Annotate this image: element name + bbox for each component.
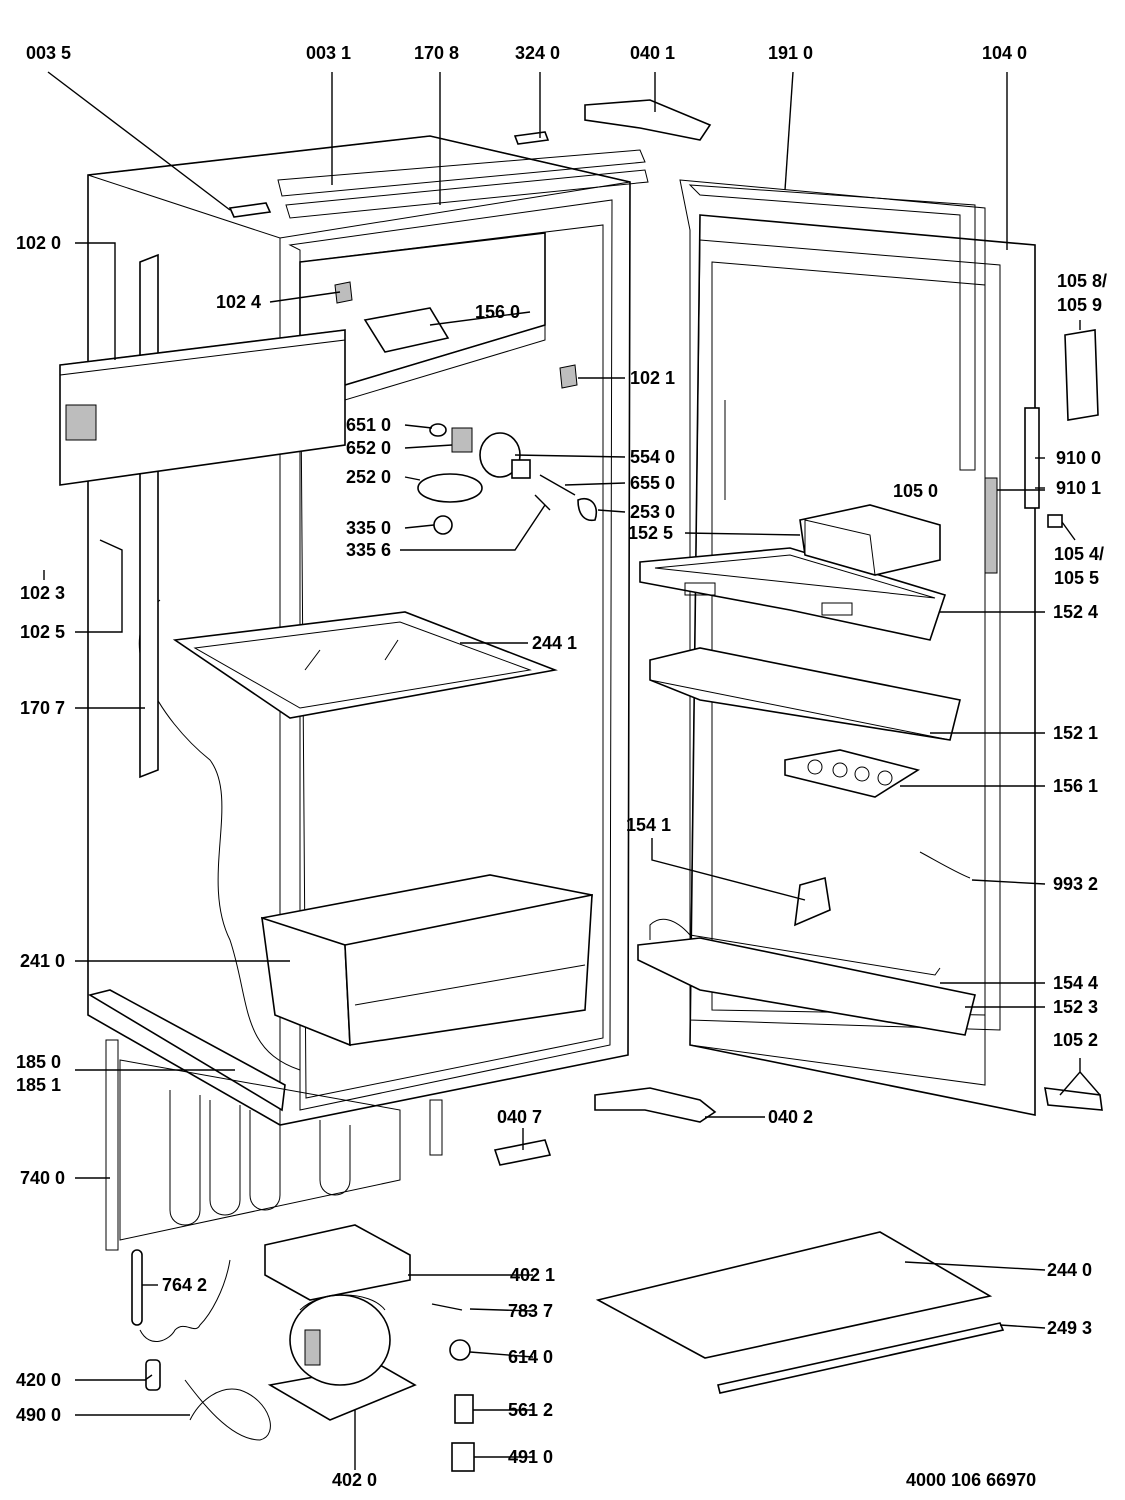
label-170-7: 170 7 <box>20 698 66 718</box>
label-764-2: 764 2 <box>162 1275 208 1295</box>
label-244-0: 244 0 <box>1047 1260 1093 1280</box>
bracket-105-8 <box>1064 329 1099 421</box>
label-783-7: 783 7 <box>508 1301 554 1321</box>
bracket-105-2 <box>1044 1087 1103 1111</box>
label-185-1: 185 1 <box>16 1075 62 1095</box>
label-105-2: 105 2 <box>1053 1030 1099 1050</box>
label-105-8: 105 8/ <box>1057 271 1108 291</box>
label-420-0: 420 0 <box>16 1370 62 1390</box>
overload <box>454 1394 474 1424</box>
label-993-2: 993 2 <box>1053 874 1099 894</box>
label-152-5: 152 5 <box>628 523 674 543</box>
drip-tray <box>264 1224 411 1301</box>
label-910-1: 910 1 <box>1056 478 1102 498</box>
label-152-3: 152 3 <box>1053 997 1099 1017</box>
top-hinge <box>584 99 712 141</box>
label-253-0: 253 0 <box>630 502 676 522</box>
screw-105-4 <box>1047 514 1063 528</box>
thermostat-group <box>417 423 597 535</box>
crisper-drawer <box>261 874 593 1047</box>
door-bin-middle <box>649 647 961 741</box>
label-040-7: 040 7 <box>497 1107 543 1127</box>
label-614-0: 614 0 <box>508 1347 554 1367</box>
door-gasket <box>688 184 976 471</box>
relay <box>449 1339 471 1361</box>
sensor-993 <box>919 851 971 879</box>
label-244-1: 244 1 <box>532 633 578 653</box>
label-156-0: 156 0 <box>475 302 521 322</box>
document-number: 4000 106 66970 <box>906 1470 1037 1490</box>
label-561-2: 561 2 <box>508 1400 554 1420</box>
label-554-0: 554 0 <box>630 447 676 467</box>
label-156-1: 156 1 <box>1053 776 1099 796</box>
butter-box <box>799 504 941 576</box>
compressor <box>267 1294 417 1421</box>
label-105-5: 105 5 <box>1054 568 1100 588</box>
label-335-0: 335 0 <box>346 518 392 538</box>
label-154-1: 154 1 <box>626 815 672 835</box>
capacitor <box>145 1359 161 1391</box>
refrigerator-door <box>679 179 1036 1116</box>
label-252-0: 252 0 <box>346 467 392 487</box>
label-910-0: 910 0 <box>1056 448 1102 468</box>
label-241-0: 241 0 <box>20 951 66 971</box>
door-bin-upper <box>639 547 947 641</box>
bottom-hinge <box>594 1087 717 1123</box>
label-655-0: 655 0 <box>630 473 676 493</box>
label-324-0: 324 0 <box>515 43 561 63</box>
cover <box>451 1442 475 1472</box>
label-170-8: 170 8 <box>414 43 460 63</box>
label-105-9: 105 9 <box>1057 295 1103 315</box>
label-335-6: 335 6 <box>346 540 392 560</box>
label-040-2: 040 2 <box>768 1107 814 1127</box>
label-154-4: 154 4 <box>1053 973 1099 993</box>
glass-shelf <box>172 611 558 719</box>
label-003-5: 003 5 <box>26 43 72 63</box>
leader-lines <box>43 71 1101 1470</box>
door-trim <box>984 477 998 574</box>
label-102-0: 102 0 <box>16 233 62 253</box>
label-491-0: 491 0 <box>508 1447 554 1467</box>
label-040-1: 040 1 <box>630 43 676 63</box>
label-402-0: 402 0 <box>332 1470 378 1490</box>
label-490-0: 490 0 <box>16 1405 62 1425</box>
power-cable <box>184 1379 271 1441</box>
label-102-5: 102 5 <box>20 622 66 642</box>
label-402-1: 402 1 <box>510 1265 556 1285</box>
label-102-3: 102 3 <box>20 583 66 603</box>
bottle-guard-bin <box>637 918 976 1036</box>
label-152-4: 152 4 <box>1053 602 1099 622</box>
label-652-0: 652 0 <box>346 438 392 458</box>
label-651-0: 651 0 <box>346 415 392 435</box>
capillary-tube <box>131 1249 231 1342</box>
glass-plate <box>595 1231 1005 1394</box>
evaporator-tray <box>363 307 450 353</box>
label-185-0: 185 0 <box>16 1052 62 1072</box>
label-102-1: 102 1 <box>630 368 676 388</box>
holder <box>493 1139 552 1166</box>
label-249-3: 249 3 <box>1047 1318 1093 1338</box>
bottle-divider <box>794 876 831 927</box>
label-102-4: 102 4 <box>216 292 262 312</box>
label-740-0: 740 0 <box>20 1168 66 1188</box>
freezer-door <box>59 329 346 486</box>
label-105-0: 105 0 <box>893 481 939 501</box>
label-003-1: 003 1 <box>306 43 352 63</box>
label-152-1: 152 1 <box>1053 723 1099 743</box>
trim-strip <box>139 253 159 779</box>
front-trim <box>87 989 286 1112</box>
label-104-0: 104 0 <box>982 43 1028 63</box>
label-105-4: 105 4/ <box>1054 544 1105 564</box>
condenser <box>105 1039 443 1251</box>
egg-tray <box>784 749 921 798</box>
label-191-0: 191 0 <box>768 43 814 63</box>
